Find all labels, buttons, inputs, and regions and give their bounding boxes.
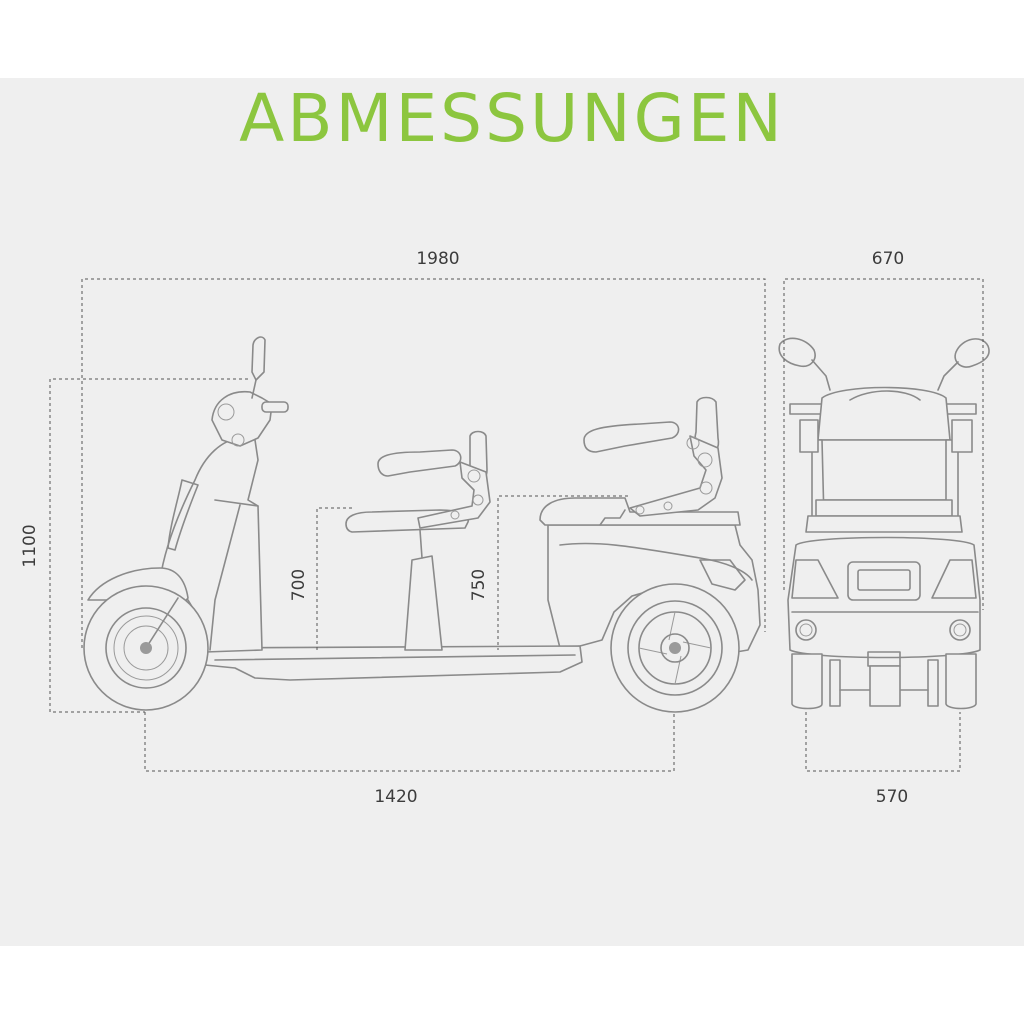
front-body [159, 437, 263, 653]
right-mirror [954, 338, 990, 368]
width-dimension-line [783, 278, 984, 610]
track-width-dimension-line [805, 712, 961, 772]
front-armrest [377, 449, 462, 477]
scooter-side-view [83, 336, 761, 713]
wheelbase-dimension-line [144, 712, 675, 772]
footboard [199, 645, 583, 681]
front-seat-height-label: 700 [289, 569, 309, 601]
side-mirror [251, 336, 266, 381]
width-label: 670 [872, 249, 904, 269]
left-mirror [778, 337, 816, 368]
rear-armrest [583, 421, 680, 453]
length-dimension-line [81, 278, 766, 648]
handlebar-head [211, 391, 273, 447]
front-seat-post [404, 555, 443, 651]
dimension-lines [49, 278, 984, 772]
rear-view-left-wheel [791, 653, 823, 710]
wheelbase-label: 1420 [374, 787, 417, 807]
height-dimension-line [49, 378, 248, 713]
rear-view-right-wheel [945, 653, 977, 710]
track-width-label: 570 [876, 787, 908, 807]
page-title: ABMESSUNGEN [239, 80, 785, 157]
height-label: 1100 [20, 524, 40, 567]
rear-seat-height-line [497, 495, 628, 650]
rear-wheel [610, 583, 740, 713]
rear-seat-cushion [539, 497, 741, 526]
length-label: 1980 [416, 249, 459, 269]
rear-seat-height-label: 750 [469, 569, 489, 601]
scooter-rear-view [778, 337, 990, 710]
front-wheel [83, 585, 209, 711]
rear-view-backrest [817, 386, 951, 441]
rear-view-body [817, 439, 953, 501]
